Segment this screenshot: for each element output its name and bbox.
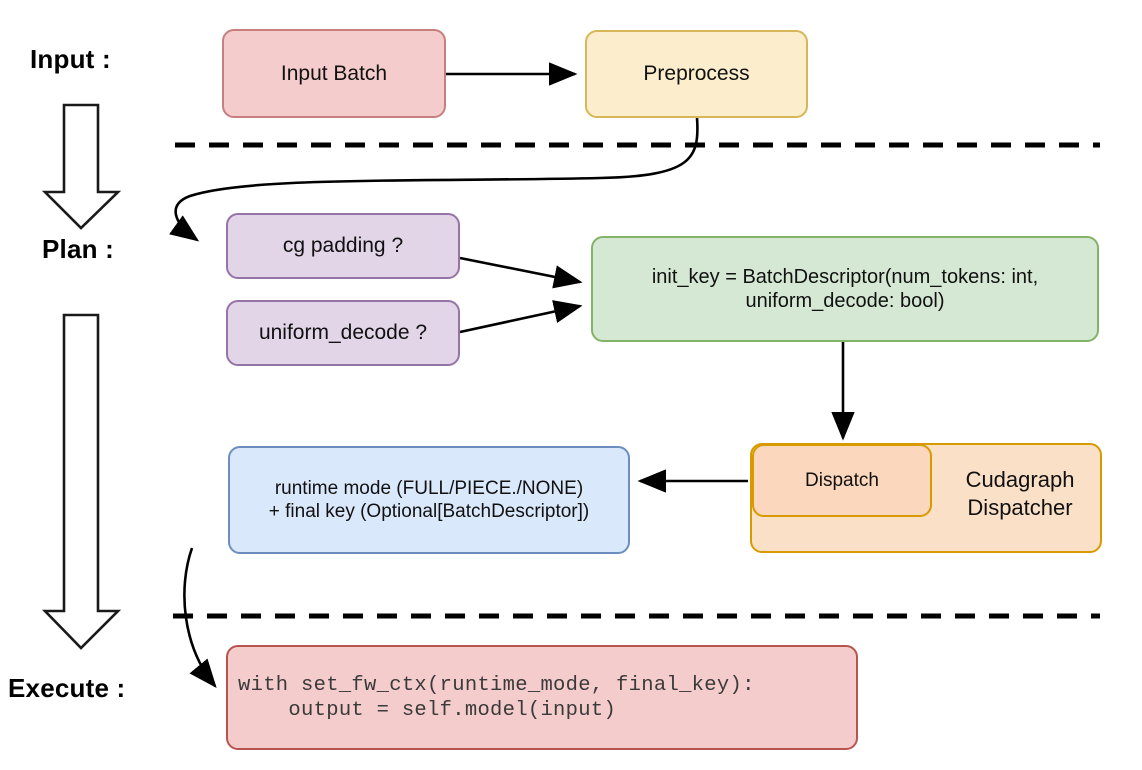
node-dispatch-label: Dispatch [805,469,879,491]
code-line-2: output = self.model(input) [238,698,617,722]
edge-uniform-decode-to-batch-descriptor [459,300,583,334]
node-input-batch-label: Input Batch [280,61,388,85]
edge-runtime-mode-to-code-block [183,547,217,689]
node-runtime-mode-line1: runtime mode (FULL/PIECE./NONE) [274,477,584,499]
node-preprocess[interactable]: Preprocess [585,30,808,118]
node-cg-padding-label: cg padding ? [282,234,404,258]
node-batch-descriptor-line1: init_key = BatchDescriptor(num_tokens: i… [651,265,1039,288]
node-preprocess-label: Preprocess [643,62,750,86]
node-cudagraph-dispatcher-label: Cudagraph Dispatcher [940,466,1100,521]
node-batch-descriptor-line2: uniform_decode: bool) [745,290,945,312]
stage-arrow-plan-to-execute [41,313,122,650]
node-input-batch[interactable]: Input Batch [222,29,446,118]
stage-arrow-input-to-plan [41,103,122,230]
node-cudagraph-dispatcher-line2: Dispatcher [967,494,1073,520]
code-line-1: with set_fw_ctx(runtime_mode, final_key)… [238,673,755,697]
stage-label-execute: Execute : [8,673,126,703]
node-uniform-decode-label: uniform_decode ? [258,321,428,345]
stage-label-plan: Plan : [42,234,114,264]
node-cudagraph-dispatcher-line1: Cudagraph [965,467,1075,492]
node-cg-padding[interactable]: cg padding ? [226,213,460,279]
node-code-block[interactable]: with set_fw_ctx(runtime_mode, final_key)… [226,645,858,750]
node-dispatch[interactable]: Dispatch [752,444,932,517]
node-uniform-decode[interactable]: uniform_decode ? [226,300,460,366]
node-batch-descriptor[interactable]: init_key = BatchDescriptor(num_tokens: i… [591,236,1099,342]
node-runtime-mode-line2: + final key (Optional[BatchDescriptor]) [268,501,590,522]
edge-cg-padding-to-batch-descriptor [459,256,583,289]
node-runtime-mode[interactable]: runtime mode (FULL/PIECE./NONE) + final … [228,446,630,554]
stage-label-input: Input : [30,44,111,74]
